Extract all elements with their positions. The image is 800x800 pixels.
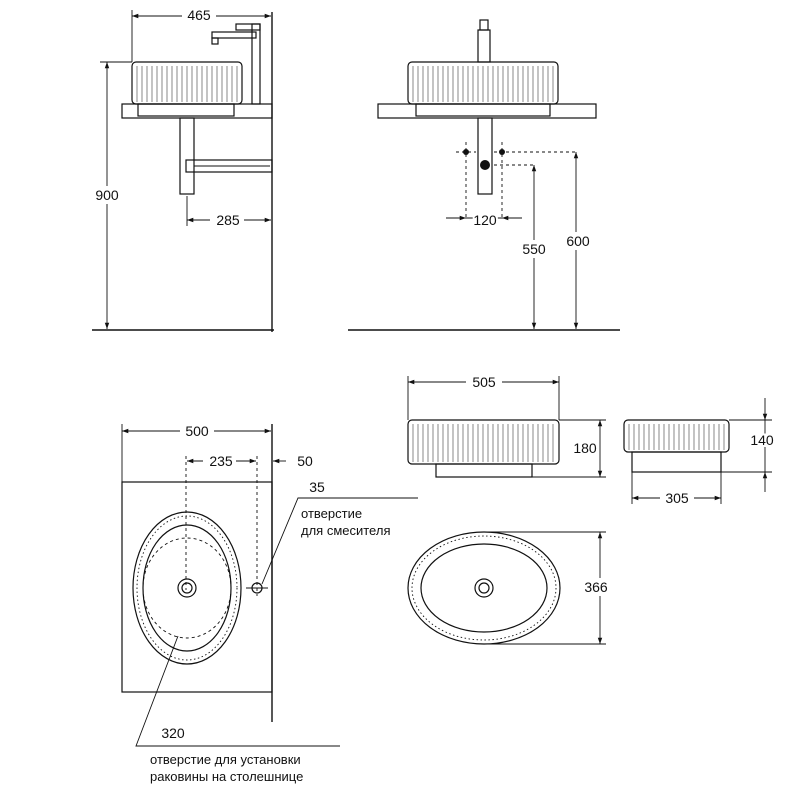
basin-front-body: [407, 419, 560, 465]
counter-hole-label-line2: раковины на столешнице: [150, 769, 303, 784]
basin-plan-inner: [420, 543, 548, 633]
top-offset-label: 235: [209, 453, 233, 469]
side-basin-flutes: [136, 66, 238, 102]
basin-depth-label: 366: [584, 579, 608, 595]
side-countertop: [121, 103, 273, 119]
basin-side-view: 140 305: [623, 398, 776, 506]
front-drain-height-label-bg: [518, 240, 552, 258]
side-height-label: 900: [95, 187, 119, 203]
basin-front-foot: [435, 463, 533, 478]
top-view: 500 235 50 35 отверстие для смесителя 32…: [121, 422, 418, 784]
basin-length-label: 505: [472, 374, 496, 390]
mixer-hole-label-line1: отверстие: [301, 506, 362, 521]
front-basin: [407, 61, 559, 117]
top-offset-label-bg: [203, 452, 239, 470]
mixer-hole-leader: [261, 497, 418, 585]
basin-plan-outer: [407, 531, 561, 645]
basin-depth-label-bg: [582, 578, 616, 596]
basin-height-label: 180: [573, 440, 597, 456]
mixer-hole-label-line2: для смесителя: [301, 523, 390, 538]
side-faucet: [211, 23, 261, 105]
side-outlet-label: 285: [216, 212, 240, 228]
inner-diameter-label: 320: [161, 725, 185, 741]
front-supply-left: [463, 149, 469, 155]
front-spacing-label: 120: [473, 212, 497, 228]
top-basin-outer: [132, 511, 242, 665]
mixer-hole-diameter-label: 35: [309, 479, 325, 495]
top-edge-label: 50: [297, 453, 313, 469]
basin-plan-drain-inner: [478, 582, 490, 594]
top-countertop-outline: [121, 481, 273, 693]
side-view: 465 285 900: [90, 6, 274, 332]
basin-plan-flute-ring: [411, 535, 557, 641]
side-width-label: 465: [187, 7, 211, 23]
side-width-label-bg: [182, 6, 216, 24]
basin-front-flutes: [412, 424, 554, 462]
counter-hole-label-line1: отверстие для установки: [150, 752, 301, 767]
basin-length-label-bg: [466, 373, 502, 391]
front-view: 120 550 600: [348, 19, 620, 331]
basin-side-body: [623, 419, 730, 453]
basin-side-flutes: [628, 424, 725, 450]
side-height-label-bg: [90, 186, 124, 204]
front-supply-height-label: 600: [566, 233, 590, 249]
top-counter-hole-outline: [142, 537, 232, 639]
top-basin-flute-ring: [136, 515, 238, 661]
top-drain-inner: [181, 582, 193, 594]
front-basin-flutes: [412, 66, 554, 102]
basin-front-view: 505 180 366: [407, 373, 616, 645]
top-drain-outer: [177, 578, 197, 598]
basin-base-label: 305: [665, 490, 689, 506]
top-width-label-bg: [180, 422, 214, 440]
top-width-label: 500: [185, 423, 209, 439]
front-supply-height-label-bg: [560, 232, 594, 250]
side-outlet-label-bg: [210, 212, 244, 228]
front-drain-pipe: [477, 117, 493, 195]
side-drain-pipe: [179, 117, 273, 195]
counter-hole-leader: [135, 635, 340, 747]
basin-side-foot: [631, 451, 722, 473]
front-faucet: [477, 19, 491, 63]
basin-base-label-bg: [660, 490, 694, 506]
basin-plan-drain-outer: [474, 578, 494, 598]
front-drain-height-label: 550: [522, 241, 546, 257]
side-basin: [131, 61, 243, 117]
basin-side-height-label: 140: [750, 432, 774, 448]
front-drain-outlet: [480, 160, 490, 170]
top-basin-inner: [142, 524, 232, 652]
